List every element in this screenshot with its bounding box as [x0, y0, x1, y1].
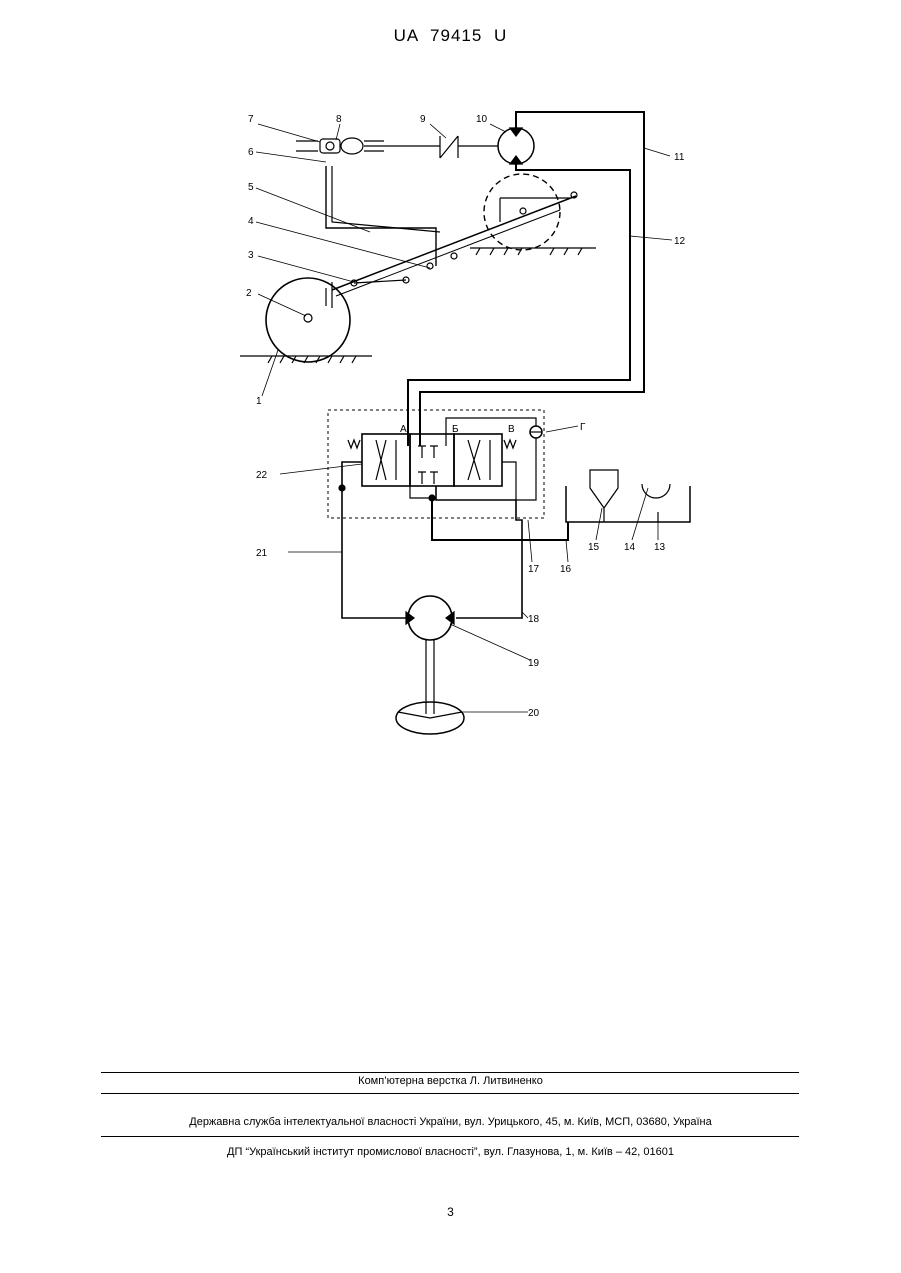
label-4: 4 [248, 216, 254, 227]
label-22: 22 [256, 470, 268, 481]
filter-15 [590, 470, 618, 508]
label-2: 2 [246, 288, 252, 299]
line-return [410, 486, 432, 498]
motor-arrow-right [446, 612, 454, 624]
label-18: 18 [528, 614, 540, 625]
valve-section-v [454, 434, 502, 486]
label-10: 10 [476, 114, 488, 125]
label-5: 5 [248, 182, 254, 193]
rear-axle-strut [326, 282, 332, 308]
steering-wheel-spokes [398, 712, 462, 718]
label-17: 17 [528, 564, 540, 575]
institute-address: ДП “Український інститут промислової вла… [0, 1146, 901, 1158]
sensor-shaft-left [296, 141, 318, 151]
rear-wheel [266, 278, 350, 362]
filter-14 [642, 484, 670, 498]
pump-10-arrow-bottom [510, 156, 522, 164]
motor-arrow-left [406, 612, 414, 624]
steering-column [426, 640, 434, 714]
agency-address: Державна служба інтелектуальної власност… [0, 1116, 901, 1128]
rod-6 [326, 166, 436, 266]
valve-label-v: В [508, 424, 515, 435]
junction-21 [339, 485, 345, 491]
drawbar-lower [336, 210, 560, 296]
pivot-c [451, 253, 457, 259]
line-12 [408, 164, 630, 446]
valve-a-arrows [376, 440, 396, 480]
sensor-disc [341, 138, 363, 154]
front-wheel [484, 174, 560, 250]
label-15: 15 [588, 542, 600, 553]
footer-rule-1 [101, 1072, 799, 1073]
valve-center-ports [418, 446, 438, 484]
layout-credit: Комп’ютерна верстка Л. Литвиненко [0, 1075, 901, 1087]
label-21: 21 [256, 548, 268, 559]
sensor-body [320, 139, 340, 153]
tank-13 [566, 486, 690, 522]
label-11: 11 [674, 152, 685, 163]
valve-label-a: А [400, 424, 407, 435]
valve-v-arrows [468, 440, 490, 480]
clutch-9 [440, 136, 458, 158]
label-3: 3 [248, 250, 254, 261]
page-number: 3 [0, 1205, 901, 1219]
sensor-core [326, 142, 334, 150]
link-rod [354, 280, 406, 283]
label-8: 8 [336, 114, 342, 125]
line-11 [420, 112, 644, 446]
rod-6-inner [332, 166, 440, 232]
label-6: 6 [248, 147, 254, 158]
label-12: 12 [674, 236, 686, 247]
line-16 [432, 498, 568, 540]
pump-10-arrow-top [510, 128, 522, 136]
valve-internal-loop [446, 418, 536, 500]
label-14: 14 [624, 542, 636, 553]
footer-rule-3 [101, 1136, 799, 1137]
line-17 [436, 486, 522, 618]
valve-spring-left [348, 440, 360, 448]
label-7: 7 [248, 114, 254, 125]
valve-section-center [410, 434, 454, 486]
drawbar [332, 196, 576, 290]
label-16: 16 [560, 564, 572, 575]
label-13: 13 [654, 542, 666, 553]
front-hub [520, 208, 526, 214]
label-9: 9 [420, 114, 426, 125]
valve-label-b: Б [452, 424, 459, 435]
valve-label-g: Г [580, 422, 586, 433]
valve-spring-right [504, 440, 516, 448]
label-1: 1 [256, 396, 262, 407]
label-20: 20 [528, 708, 540, 719]
label-19: 19 [528, 658, 540, 669]
footer-rule-2 [101, 1093, 799, 1094]
pivot-b [427, 263, 433, 269]
